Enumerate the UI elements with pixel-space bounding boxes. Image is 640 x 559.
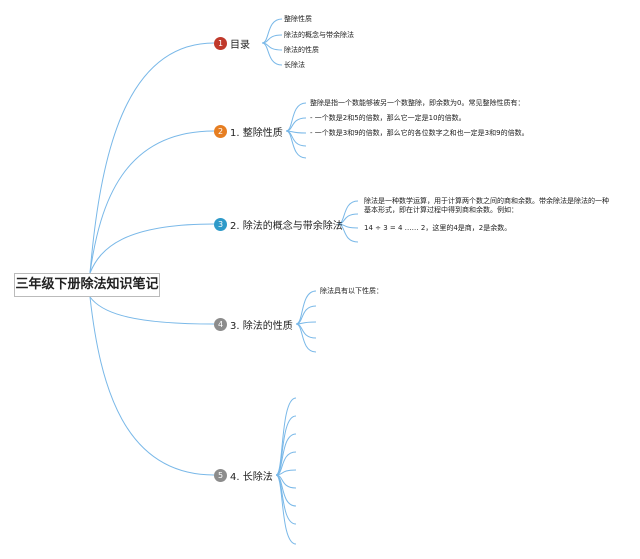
leaf-division-concept-2[interactable]: 14 ÷ 3 = 4 …… 2，这里的4是商，2是余数。 (364, 224, 512, 232)
child-connector-1-1 (261, 18, 283, 44)
leaf-divisibility-3[interactable]: - 一个数是3和9的倍数，那么它的各位数字之和也一定是3和9的倍数。 (310, 129, 529, 137)
root-node[interactable]: 三年级下册除法知识笔记 (14, 273, 160, 297)
branch-connector-2 (89, 130, 215, 274)
branch-label: 3. 除法的性质 (230, 321, 293, 332)
child-connector-4-5 (295, 323, 317, 353)
child-connector-2-5 (285, 130, 307, 159)
branch-long-division[interactable]: 5 4. 长除法 (214, 468, 273, 483)
branch-number-badge: 1 (214, 37, 227, 50)
branch-connector-5 (89, 296, 215, 476)
leaf-divisibility-2[interactable]: - 一个数是2和5的倍数，那么它一定是10的倍数。 (310, 114, 466, 122)
branch-division-concept[interactable]: 3 2. 除法的概念与带余除法 (214, 217, 343, 232)
leaf-toc-1[interactable]: 整除性质 (284, 15, 312, 23)
leaf-division-properties-1[interactable]: 除法具有以下性质： (320, 287, 383, 295)
root-title: 三年级下册除法知识笔记 (15, 277, 159, 292)
branch-division-properties[interactable]: 4 3. 除法的性质 (214, 317, 293, 332)
leaf-division-concept-1[interactable]: 除法是一种数学运算，用于计算两个数之间的商和余数。带余除法是除法的一种基本形式，… (364, 197, 609, 214)
child-connector-4-1 (295, 290, 317, 325)
leaf-toc-3[interactable]: 除法的性质 (284, 46, 319, 54)
branch-label: 4. 长除法 (230, 472, 273, 483)
branch-number-badge: 3 (214, 218, 227, 231)
child-connector-5-4 (275, 451, 297, 476)
child-connector-1-4 (261, 42, 283, 66)
branch-divisibility[interactable]: 2 1. 整除性质 (214, 124, 283, 139)
child-connector-3-4 (337, 223, 359, 243)
branch-connector-4 (89, 296, 215, 325)
child-connector-2-1 (285, 102, 307, 132)
branch-number-badge: 4 (214, 318, 227, 331)
branch-number-badge: 2 (214, 125, 227, 138)
branch-label: 1. 整除性质 (230, 128, 283, 139)
branch-connector-1 (89, 42, 215, 274)
branch-label: 目录 (230, 40, 250, 51)
child-connector-1-2 (261, 34, 283, 44)
leaf-toc-2[interactable]: 除法的概念与带余除法 (284, 31, 354, 39)
branch-label: 2. 除法的概念与带余除法 (230, 221, 343, 232)
connector-lines (89, 18, 359, 545)
child-connector-5-2 (275, 415, 297, 476)
branch-connector-3 (89, 223, 215, 274)
leaf-toc-4[interactable]: 长除法 (284, 61, 305, 69)
child-connector-5-1 (275, 397, 297, 476)
child-connector-5-9 (275, 474, 297, 545)
leaf-divisibility-1[interactable]: 整除是指一个数能够被另一个数整除，即余数为0。常见整除性质有： (310, 99, 525, 107)
branch-toc[interactable]: 1 目录 (214, 36, 250, 51)
branch-number-badge: 5 (214, 469, 227, 482)
